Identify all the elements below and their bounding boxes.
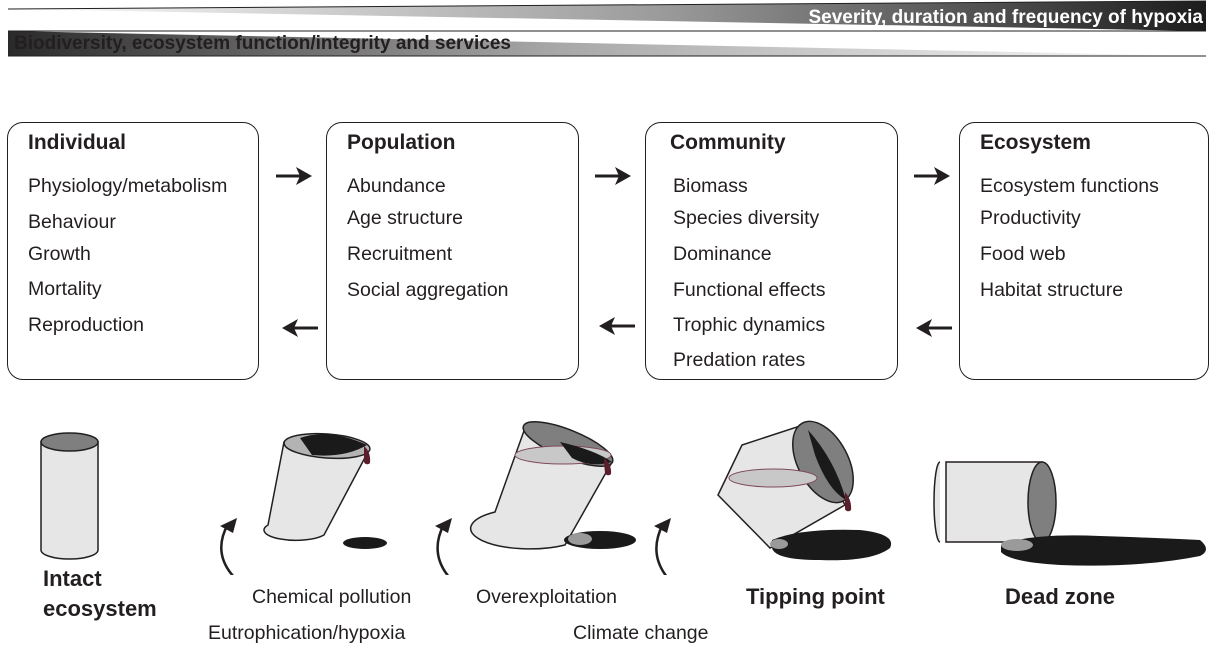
tipping-point-label: Tipping point [746,584,885,609]
community-item: Trophic dynamics [673,314,826,336]
population-item: Age structure [347,207,463,229]
left-arrow-icon [599,317,635,335]
ecosystem-title: Ecosystem [980,131,1091,154]
tilted-can-icon [263,432,387,549]
population-item: Abundance [347,175,446,197]
driver-climate-change: Climate change [573,622,709,644]
community-item: Predation rates [673,349,806,371]
gradient-wedges [7,0,1207,57]
ecosystem-item: Productivity [980,207,1081,229]
right-arrow-icon [914,167,950,185]
right-arrow-icon [276,167,312,185]
community-item: Species diversity [673,207,820,229]
community-item: Biomass [673,175,748,197]
driver-overexploitation: Overexploitation [476,586,617,608]
population-box: Population Abundance Age structure Recru… [326,122,579,380]
curved-arrow-icon [654,518,671,575]
individual-item: Reproduction [28,314,144,336]
individual-box: Individual Physiology/metabolism Behavio… [7,122,259,380]
dead-zone-label: Dead zone [1005,584,1116,609]
individual-item: Mortality [28,278,102,300]
intact-label-line: ecosystem [43,596,157,621]
right-arrow-icon [595,167,631,185]
intact-label: Intact ecosystem [43,564,157,624]
individual-item: Behaviour [28,211,116,233]
severity-label: Severity, duration and frequency of hypo… [808,7,1203,28]
intact-can-icon [40,432,99,560]
left-arrow-icon [916,319,952,337]
ecosystem-box: Ecosystem Ecosystem functions Productivi… [959,122,1209,380]
community-item: Dominance [673,243,772,265]
dead-zone-can-icon [933,461,1206,566]
community-title: Community [670,131,786,154]
ecosystem-item: Ecosystem functions [980,175,1159,197]
severity-wedge [8,1,1206,31]
leaning-can-icon [469,421,636,550]
population-item: Recruitment [347,243,453,265]
biodiversity-wedge [8,31,1206,56]
driver-chemical-pollution: Chemical pollution [252,586,412,608]
left-arrow-icon [282,319,318,337]
curved-arrow-icon [220,518,237,575]
intact-label-line: Intact [43,566,102,591]
ecosystem-item: Food web [980,243,1066,265]
biodiversity-label: Biodiversity, ecosystem function/integri… [14,33,511,54]
ecosystem-item: Habitat structure [980,279,1124,301]
tipping-cans-illustration [40,420,1206,575]
population-title: Population [347,131,456,154]
population-item: Social aggregation [347,279,509,301]
individual-item: Physiology/metabolism [28,175,228,197]
community-item: Functional effects [673,279,826,301]
individual-title: Individual [28,131,127,154]
header-top-line [7,0,1207,10]
community-box: Community Biomass Species diversity Domi… [645,122,898,380]
driver-eutrophication: Eutrophication/hypoxia [208,622,406,644]
curved-arrow-icon [435,518,452,575]
individual-item: Growth [28,243,91,265]
tipping-can-icon [717,420,892,561]
